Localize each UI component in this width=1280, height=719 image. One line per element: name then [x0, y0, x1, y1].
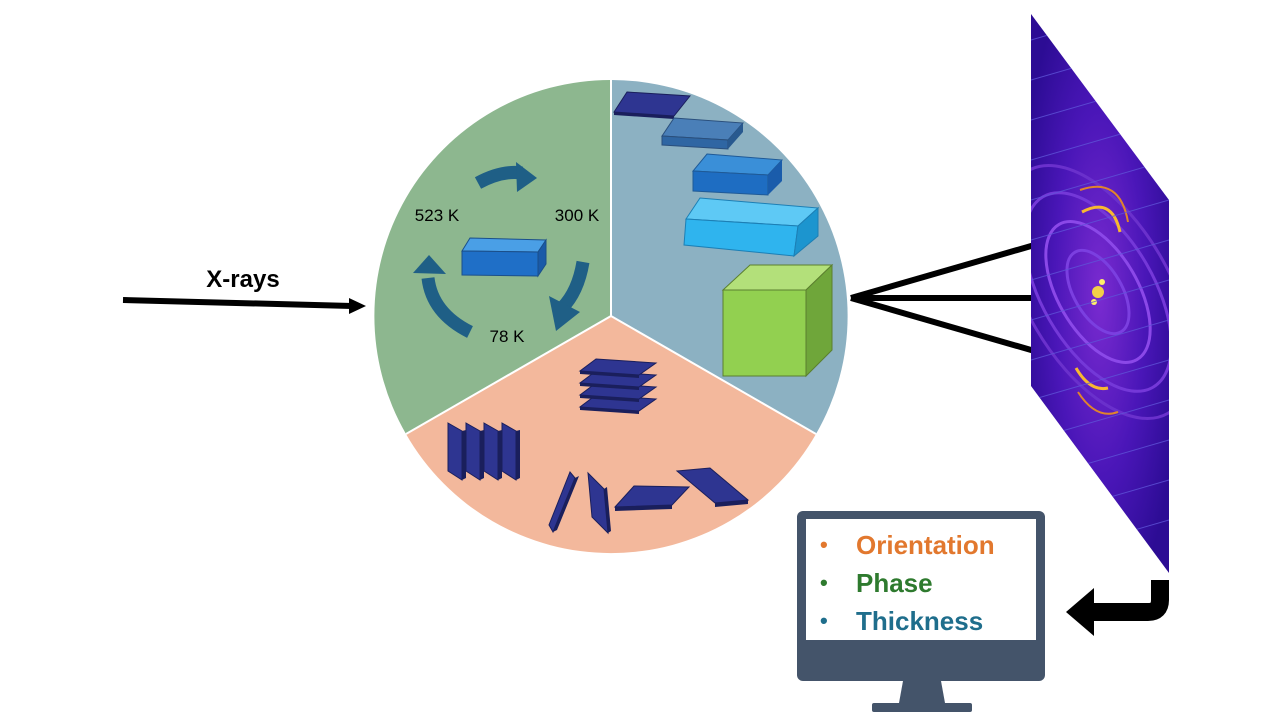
random-flake — [675, 467, 750, 507]
temperature-cycle: 523 K 300 K 78 K — [413, 162, 600, 346]
xray-label: X-rays — [206, 266, 279, 293]
stacked-flakes — [578, 358, 658, 414]
bulk-cube — [721, 263, 834, 378]
flake-3 — [691, 153, 784, 196]
result-label-phase: Phase — [856, 568, 933, 598]
thickness-series — [613, 91, 834, 378]
result-label-orientation: Orientation — [856, 530, 995, 560]
sector-dividers — [405, 80, 817, 435]
bullet-icon: • — [820, 570, 828, 595]
temp-label-78k: 78 K — [490, 327, 526, 346]
flake-2 — [661, 117, 745, 150]
random-flake — [548, 471, 579, 534]
temp-label-523k: 523 K — [415, 206, 460, 225]
bullet-icon: • — [820, 532, 828, 557]
cycle-arrow-icon — [413, 255, 474, 338]
result-item-thickness: • Thickness — [816, 602, 1026, 640]
cycle-arrow-icon — [549, 260, 590, 331]
temp-label-300k: 300 K — [555, 206, 600, 225]
thin-flake — [613, 91, 691, 119]
bullet-icon: • — [820, 608, 828, 633]
computer-monitor — [797, 511, 1045, 712]
flake-4 — [683, 197, 820, 258]
return-arrow-icon — [1066, 580, 1169, 636]
result-item-phase: • Phase — [816, 564, 1026, 602]
cycle-arrow-icon — [474, 162, 537, 192]
vertical-flakes — [447, 422, 520, 481]
random-flake — [587, 471, 611, 535]
result-item-orientation: • Orientation — [816, 526, 1026, 564]
xray-beam — [122, 297, 366, 314]
heated-flake — [461, 237, 547, 278]
result-label-thickness: Thickness — [856, 606, 984, 636]
random-flake — [613, 485, 691, 511]
monitor-screen — [806, 519, 1036, 640]
detector-panel — [1031, 14, 1169, 573]
results-list: • Orientation • Phase • Thickness — [816, 526, 1026, 640]
orientation-series — [447, 358, 750, 535]
